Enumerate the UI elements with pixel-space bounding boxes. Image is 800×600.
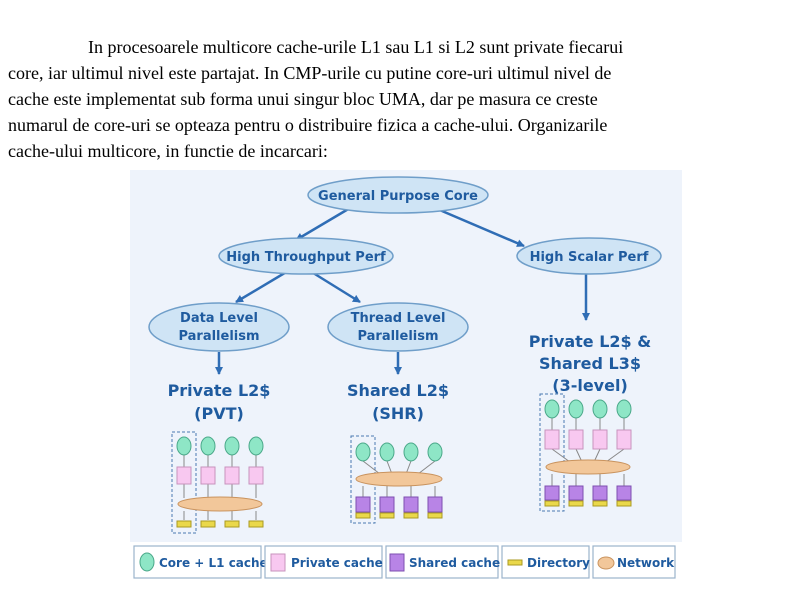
- config-l3-line-2: Shared L3$: [539, 354, 641, 373]
- l3-private-cache-3: [592, 429, 608, 450]
- arrow-throughput-to-tlp: [309, 269, 361, 304]
- node-scalar-label: High Scalar Perf: [530, 250, 649, 265]
- legend: Core + L1 cache Private cache Shared cac…: [133, 545, 676, 579]
- legend-item-directory: Directory: [501, 545, 590, 579]
- paragraph-line-2: core, iar ultimul nivel este partajat. I…: [8, 63, 612, 83]
- legend-core-swatch: [139, 552, 155, 572]
- l3-directory-3: [592, 500, 608, 507]
- config-l3-line-3: (3-level): [552, 376, 628, 395]
- node-high-throughput: High Throughput Perf: [218, 237, 394, 275]
- l3-shared-cache-4: [616, 485, 632, 501]
- shr-network: [355, 471, 443, 487]
- pvt-directory-2: [200, 520, 216, 528]
- pvt-directory-1: [176, 520, 192, 528]
- node-data-level-parallelism: Data Level Parallelism: [148, 302, 290, 352]
- l3-shared-cache-3: [592, 485, 608, 501]
- l3-core-1: [544, 399, 560, 419]
- l3-directory-2: [568, 500, 584, 507]
- l3-private-cache-4: [616, 429, 632, 450]
- config-pvt-title: Private L2$: [168, 381, 271, 400]
- legend-network-swatch: [597, 556, 615, 570]
- shr-shared-cache-3: [403, 496, 419, 513]
- l3-shared-cache-2: [568, 485, 584, 501]
- shr-core-3: [403, 442, 419, 462]
- legend-item-shared: Shared cache: [385, 545, 500, 579]
- shr-directory-4: [427, 512, 443, 519]
- paragraph-line-5: cache-ului multicore, in functie de inca…: [8, 141, 328, 161]
- l3-core-4: [616, 399, 632, 419]
- l3-network: [545, 459, 631, 475]
- legend-shared-label: Shared cache: [409, 556, 500, 570]
- l3-schematic: [539, 393, 632, 512]
- pvt-private-cache-4: [248, 466, 264, 485]
- arrow-throughput-to-dlp: [235, 269, 289, 304]
- shr-core-2: [379, 442, 395, 462]
- legend-directory-label: Directory: [527, 556, 590, 570]
- pvt-core-2: [200, 436, 216, 456]
- shr-directory-2: [379, 512, 395, 519]
- legend-item-network: Network: [592, 545, 676, 579]
- pvt-tile-outline: [171, 431, 197, 534]
- arrow-general-to-scalar: [434, 206, 525, 248]
- l3-core-3: [592, 399, 608, 419]
- arrow-general-to-throughput: [295, 206, 351, 242]
- shr-core-1: [355, 442, 371, 462]
- pvt-private-cache-2: [200, 466, 216, 485]
- shr-shared-cache-1: [355, 496, 371, 513]
- legend-item-core: Core + L1 cache: [133, 545, 268, 579]
- node-tlp-line-1: Thread Level: [351, 311, 446, 326]
- config-pvt-subtitle: (PVT): [194, 404, 244, 423]
- legend-directory-swatch: [507, 559, 523, 566]
- config-l3-title: Private L2$ &: [529, 332, 651, 351]
- shr-directory-1: [355, 512, 371, 519]
- legend-private-swatch: [270, 553, 286, 572]
- legend-shared-swatch: [389, 553, 405, 572]
- pvt-network: [177, 496, 263, 512]
- legend-core-label: Core + L1 cache: [159, 556, 268, 570]
- pvt-core-1: [176, 436, 192, 456]
- node-dlp-line-1: Data Level: [180, 311, 258, 326]
- legend-network-label: Network: [617, 556, 675, 570]
- config-shr-subtitle: (SHR): [372, 404, 424, 423]
- legend-item-private: Private cache: [264, 545, 383, 579]
- l3-directory-4: [616, 500, 632, 507]
- node-tlp-line-2: Parallelism: [357, 329, 438, 344]
- l3-tile-outline: [539, 393, 565, 512]
- shr-shared-cache-4: [427, 496, 443, 513]
- shr-directory-3: [403, 512, 419, 519]
- pvt-private-cache-3: [224, 466, 240, 485]
- node-general-purpose-core: General Purpose Core: [307, 176, 489, 214]
- pvt-core-4: [248, 436, 264, 456]
- node-dlp-line-2: Parallelism: [178, 329, 259, 344]
- intro-paragraph: In procesoarele multicore cache-urile L1…: [8, 34, 768, 164]
- shr-core-4: [427, 442, 443, 462]
- node-general-label: General Purpose Core: [318, 189, 478, 204]
- pvt-directory-4: [248, 520, 264, 528]
- paragraph-line-3: cache este implementat sub forma unui si…: [8, 89, 598, 109]
- node-high-scalar: High Scalar Perf: [516, 237, 662, 275]
- pvt-private-cache-1: [176, 466, 192, 485]
- node-thread-level-parallelism: Thread Level Parallelism: [327, 302, 469, 352]
- l3-private-cache-1: [544, 429, 560, 450]
- l3-core-2: [568, 399, 584, 419]
- l3-private-cache-2: [568, 429, 584, 450]
- legend-private-label: Private cache: [291, 556, 383, 570]
- paragraph-line-4: numarul de core-uri se opteaza pentru o …: [8, 115, 608, 135]
- l3-shared-cache-1: [544, 485, 560, 501]
- config-shr-title: Shared L2$: [347, 381, 449, 400]
- l3-directory-1: [544, 500, 560, 507]
- node-throughput-label: High Throughput Perf: [226, 250, 386, 265]
- pvt-directory-3: [224, 520, 240, 528]
- shr-schematic: [350, 435, 443, 524]
- pvt-schematic: [171, 431, 264, 534]
- paragraph-line-1: In procesoarele multicore cache-urile L1…: [88, 37, 624, 57]
- pvt-core-3: [224, 436, 240, 456]
- shr-shared-cache-2: [379, 496, 395, 513]
